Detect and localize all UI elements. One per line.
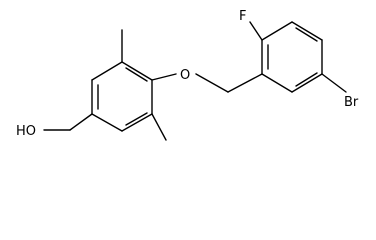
bond-ring-to-fluorine (249, 21, 263, 41)
double-bond-ring2-c (295, 72, 318, 87)
bromine-label: Br (344, 95, 359, 110)
double-bond-ring2-b (295, 27, 318, 42)
bond-ch2-to-right-ring (227, 73, 263, 93)
left-benzene-ring (91, 61, 153, 132)
bond-ring2-c6-c1 (261, 73, 293, 93)
right-benzene-ring (261, 21, 323, 93)
bond-ring2-c2-c3 (261, 21, 293, 41)
bond-ring1-c6-c1 (121, 61, 153, 81)
structure-canvas: F O Br HO (16, 9, 359, 141)
double-bond-ring1-c (125, 67, 148, 82)
bond-ether-o-to-ch2 (195, 73, 229, 93)
bond-ring2-c5-c6 (291, 73, 323, 93)
bond-ring-to-bromine (321, 73, 347, 93)
bond-bottom-methyl (151, 113, 167, 141)
double-bond-ring1-b (125, 112, 148, 126)
structure-svg: F O Br HO (16, 9, 359, 141)
ether-oxygen-label: O (180, 68, 190, 83)
bond-ring1-c4-c5 (121, 113, 153, 132)
bond-ring1-c1-c2 (91, 61, 123, 81)
bond-ring-to-ether-o (151, 73, 177, 81)
fluorine-label: F (239, 9, 246, 24)
bond-ring-to-ch2 (69, 113, 93, 131)
bond-ring1-c3-c4 (91, 113, 123, 132)
bond-ring2-c3-c4 (291, 21, 323, 41)
hydroxyl-label: HO (16, 124, 36, 139)
